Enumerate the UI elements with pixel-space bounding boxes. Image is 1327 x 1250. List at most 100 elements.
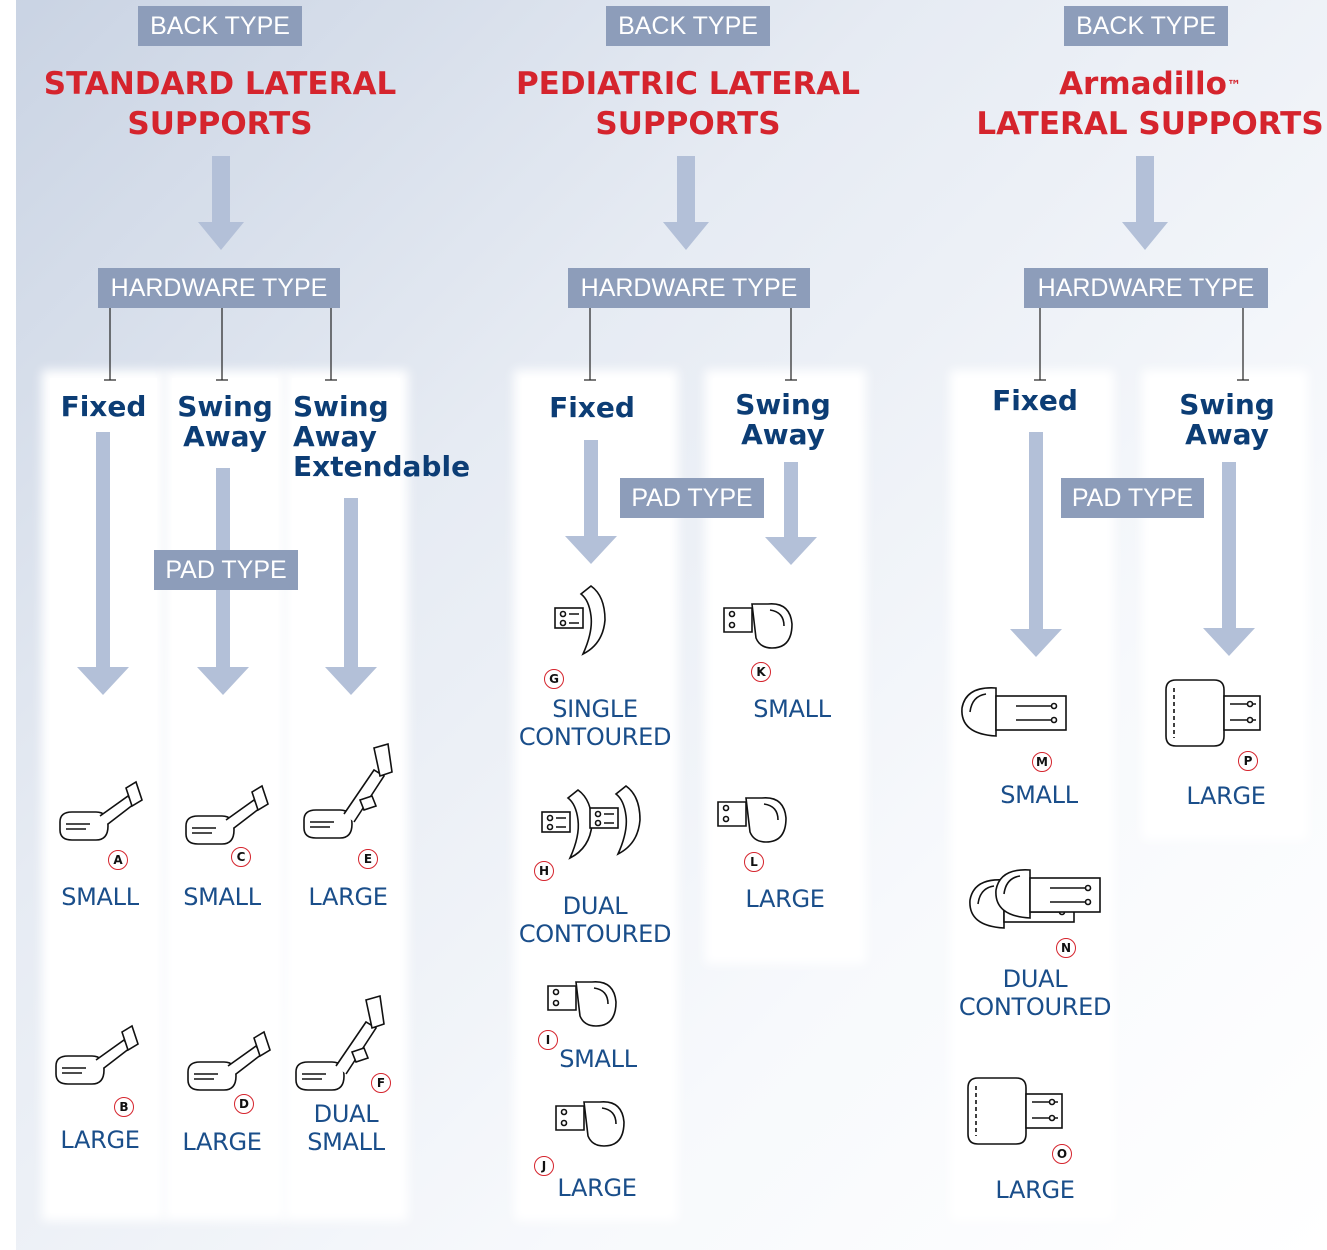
pad-illustration-l (717, 797, 787, 843)
hardware-name-pediatric-swing-away: Swing Away (718, 390, 848, 450)
hardware-type-label-pediatric: HARDWARE TYPE (568, 268, 810, 308)
name-line: Away (741, 418, 825, 451)
caption-line: DUAL (313, 1100, 379, 1128)
caption-p: LARGE (1186, 782, 1266, 810)
title-line1: STANDARD LATERAL (43, 66, 397, 102)
back-type-label-armadillo: BACK TYPE (1064, 6, 1228, 46)
hardware-name-armadillo-swing-away: Swing Away (1160, 390, 1294, 450)
caption-b: LARGE (60, 1126, 140, 1154)
caption-c: SMALL (183, 883, 261, 911)
badge-l: L (744, 852, 764, 872)
badge-o: O (1052, 1144, 1072, 1164)
title-brand: Armadillo (1059, 66, 1227, 102)
caption-n: DUAL CONTOURED (955, 965, 1115, 1021)
badge-p: P (1238, 751, 1258, 771)
pad-type-label-pediatric: PAD TYPE (620, 478, 764, 518)
pad-illustration-p (1165, 679, 1261, 747)
name-line: Swing (293, 390, 389, 423)
caption-f: DUAL SMALL (286, 1100, 406, 1156)
caption-m: SMALL (1000, 781, 1078, 809)
badge-e: E (358, 849, 378, 869)
hardware-name-pediatric-fixed: Fixed (549, 391, 635, 424)
name-line: Swing (1179, 388, 1275, 421)
badge-a: A (108, 850, 128, 870)
name-line: Swing (735, 388, 831, 421)
pad-illustration-e (303, 743, 393, 839)
caption-g: SINGLE CONTOURED (515, 695, 675, 751)
back-type-label-standard: BACK TYPE (138, 6, 302, 46)
name-line: Extendable (293, 450, 471, 483)
arrow-pediatric-swing (765, 462, 817, 565)
caption-line: CONTOURED (518, 723, 672, 751)
badge-h: H (534, 861, 554, 881)
badge-f: F (371, 1073, 391, 1093)
name-line: Away (1185, 418, 1269, 451)
title-line1: PEDIATRIC LATERAL (515, 66, 861, 102)
arrow-standard-ext (325, 498, 377, 695)
badge-g: G (544, 669, 564, 689)
hardware-name-standard-fixed: Fixed (60, 390, 147, 423)
pad-illustration-o (967, 1077, 1063, 1145)
pad-illustration-m (961, 687, 1067, 737)
arrow-standard (198, 156, 244, 250)
name-line: Swing (177, 390, 273, 423)
badge-c: C (231, 847, 251, 867)
title-line2: SUPPORTS (127, 106, 313, 142)
badge-b: B (114, 1097, 134, 1117)
pad-illustration-g (554, 585, 606, 655)
badge-i: I (538, 1030, 558, 1050)
pad-illustration-a (59, 781, 143, 841)
caption-line: DUAL (562, 892, 628, 920)
pad-illustration-d (187, 1031, 271, 1091)
arrow-standard-fixed (77, 432, 129, 695)
caption-line: SMALL (307, 1128, 385, 1156)
pad-illustration-n-second (995, 869, 1101, 919)
pad-illustration-j (555, 1101, 625, 1147)
hardware-name-standard-extendable: Swing Away Extendable (293, 390, 471, 483)
badge-n: N (1056, 938, 1076, 958)
pad-illustration-k (723, 603, 793, 649)
caption-o: LARGE (995, 1176, 1075, 1204)
hardware-connector-lines (104, 308, 1249, 381)
caption-e: LARGE (308, 883, 388, 911)
caption-line: DUAL (1002, 965, 1068, 993)
arrow-armadillo-swing (1203, 462, 1255, 656)
pad-illustration-f (295, 995, 385, 1091)
caption-line: CONTOURED (518, 920, 672, 948)
caption-j: LARGE (557, 1174, 637, 1202)
pad-illustration-h-second (589, 785, 641, 855)
arrow-pediatric-fixed (565, 440, 617, 564)
pad-illustration-h (541, 789, 593, 859)
caption-k: SMALL (753, 695, 831, 723)
name-line: Away (183, 420, 267, 453)
caption-d: LARGE (182, 1128, 262, 1156)
badge-k: K (751, 662, 771, 682)
left-margin-strip (0, 0, 16, 1250)
title-line2: LATERAL SUPPORTS (976, 106, 1324, 142)
caption-a: SMALL (61, 883, 139, 911)
back-type-label-pediatric: BACK TYPE (606, 6, 770, 46)
pad-type-label-standard: PAD TYPE (154, 550, 298, 590)
caption-i: SMALL (559, 1045, 637, 1073)
title-line1: Armadillo™ (960, 64, 1327, 104)
caption-l: LARGE (745, 885, 825, 913)
hardware-name-armadillo-fixed: Fixed (992, 384, 1078, 417)
badge-m: M (1032, 752, 1052, 772)
badge-j: J (534, 1156, 554, 1176)
hardware-type-label-standard: HARDWARE TYPE (98, 268, 340, 308)
section-title-pediatric: PEDIATRIC LATERAL SUPPORTS (488, 64, 888, 144)
trademark-symbol: ™ (1226, 78, 1241, 94)
pad-type-label-armadillo: PAD TYPE (1061, 478, 1204, 518)
arrow-armadillo (1122, 156, 1168, 250)
hardware-type-label-armadillo: HARDWARE TYPE (1024, 268, 1268, 308)
caption-line: SINGLE (552, 695, 638, 723)
arrow-pediatric (663, 156, 709, 250)
hardware-name-standard-swing-away: Swing Away (172, 392, 278, 452)
pad-illustration-b (55, 1025, 139, 1085)
section-title-armadillo: Armadillo™ LATERAL SUPPORTS (960, 64, 1327, 144)
section-title-standard: STANDARD LATERAL SUPPORTS (20, 64, 420, 144)
badge-d: D (234, 1094, 254, 1114)
pad-illustration-c (185, 785, 269, 845)
